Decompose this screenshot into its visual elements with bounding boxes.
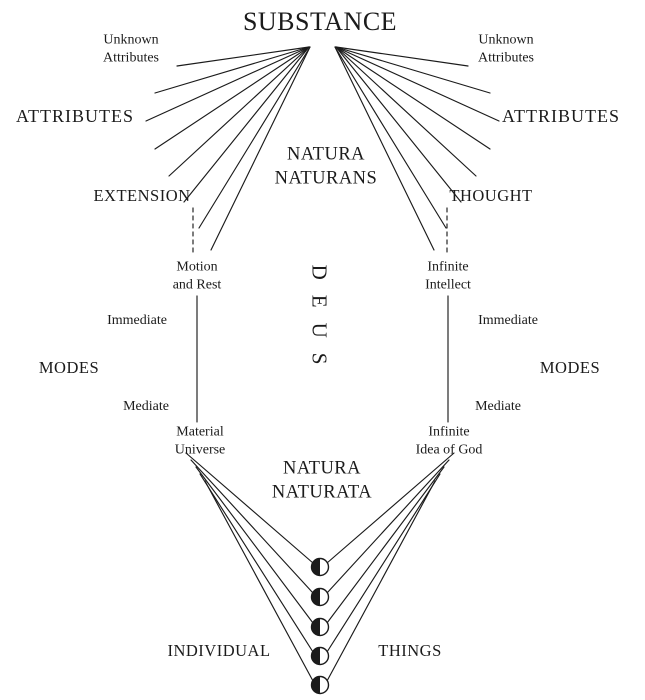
modes-left-label: MODES — [38, 358, 100, 378]
dashed-connectors — [192, 207, 448, 254]
right-convergence-bundle — [326, 452, 455, 682]
unknown-attributes-right-label: Unknown Attributes — [478, 32, 534, 66]
modes-right-label: MODES — [539, 358, 601, 378]
right-attribute-ray-fan — [334, 46, 500, 251]
mode-chain-lines — [196, 295, 449, 423]
unknown-attributes-left-label: Unknown Attributes — [103, 32, 159, 66]
deus-label: DEUS — [307, 264, 332, 380]
individual-thing-icons — [310, 557, 330, 695]
things-label: THINGS — [378, 641, 442, 661]
material-universe-label: Material Universe — [174, 424, 226, 458]
left-convergence-bundle — [185, 452, 314, 682]
substance-label: SUBSTANCE — [242, 6, 398, 36]
immediate-left-label: Immediate — [107, 312, 167, 328]
motion-and-rest-label: Motion and Rest — [172, 259, 222, 293]
individual-thing-icon — [310, 646, 330, 666]
individual-thing-icon — [310, 617, 330, 637]
individual-thing-icon — [310, 587, 330, 607]
left-attribute-ray-fan — [145, 46, 311, 251]
individual-thing-icon — [310, 675, 330, 695]
individual-label: INDIVIDUAL — [167, 641, 271, 661]
natura-naturans-label: NATURA NATURANS — [274, 144, 378, 189]
attributes-right-label: ATTRIBUTES — [502, 106, 620, 127]
mediate-right-label: Mediate — [475, 398, 521, 414]
infinite-idea-of-god-label: Infinite Idea of God — [415, 424, 483, 458]
infinite-intellect-label: Infinite Intellect — [425, 259, 471, 293]
immediate-right-label: Immediate — [478, 312, 538, 328]
natura-naturata-label: NATURA NATURATA — [271, 458, 373, 503]
mediate-left-label: Mediate — [123, 398, 169, 414]
extension-label: EXTENSION — [93, 186, 191, 206]
thought-label: THOUGHT — [449, 186, 533, 206]
attributes-left-label: ATTRIBUTES — [16, 106, 134, 127]
individual-thing-icon — [310, 557, 330, 577]
